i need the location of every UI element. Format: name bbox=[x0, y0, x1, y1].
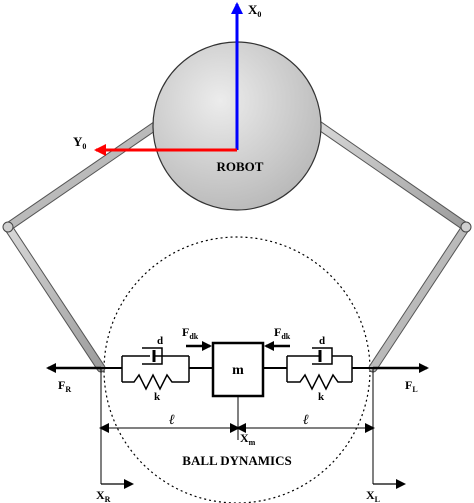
robot-label: ROBOT bbox=[217, 159, 264, 174]
force-r-label: FR bbox=[58, 378, 71, 394]
xm-label: Xm bbox=[240, 431, 256, 447]
xl-label: XL bbox=[366, 488, 380, 503]
y0-label: Y0 bbox=[73, 134, 86, 151]
upper-right-arm bbox=[312, 119, 471, 232]
left-spring-label: k bbox=[154, 391, 161, 403]
left-elbow-joint bbox=[2, 221, 14, 233]
right-damper-label: d bbox=[319, 335, 325, 347]
right-spring-damper bbox=[286, 347, 353, 391]
length-right-label: ℓ bbox=[303, 413, 309, 428]
force-dk-right-label: Fdk bbox=[274, 325, 291, 341]
right-elbow-joint bbox=[460, 221, 472, 233]
ball-dynamics-label: BALL DYNAMICS bbox=[182, 453, 291, 468]
force-dk-left-label: Fdk bbox=[182, 325, 199, 341]
mass-block bbox=[211, 341, 265, 398]
length-left-label: ℓ bbox=[169, 413, 175, 428]
force-l-label: FL bbox=[405, 378, 418, 394]
left-damper-label: d bbox=[157, 335, 163, 347]
right-spring-label: k bbox=[318, 391, 325, 403]
left-spring-damper bbox=[121, 347, 190, 391]
upper-left-arm bbox=[3, 119, 163, 232]
xr-label: XR bbox=[96, 488, 111, 503]
lower-left-arm bbox=[3, 222, 106, 373]
x0-label: X0 bbox=[248, 2, 261, 19]
lower-right-arm bbox=[368, 222, 471, 373]
mass-label: m bbox=[232, 363, 244, 378]
